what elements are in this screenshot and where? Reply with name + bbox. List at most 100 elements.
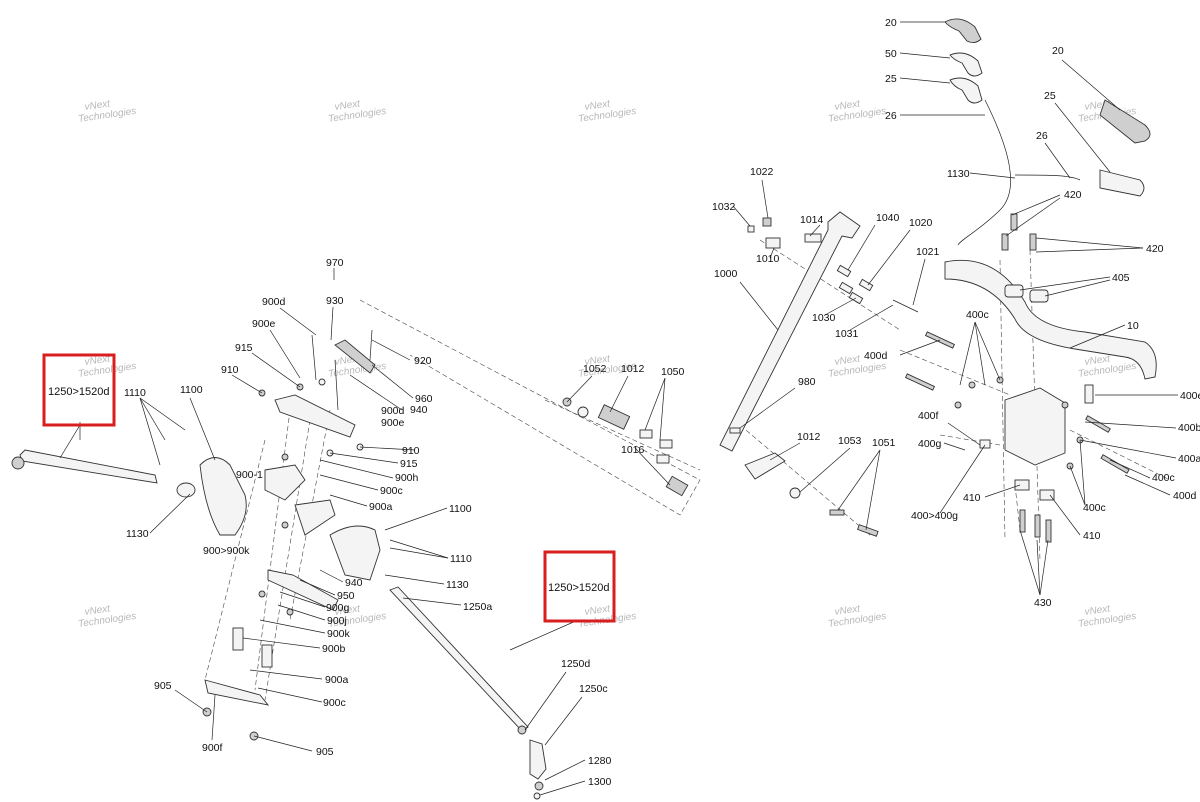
callout: 26 [885, 110, 897, 122]
mount-block-part [1004, 387, 1066, 466]
nut-part [517, 725, 527, 735]
grip-insert-part [949, 52, 983, 77]
spacer-part [232, 627, 244, 651]
leader-line [259, 619, 326, 634]
bushing-part [656, 454, 670, 464]
callout: 1000 [714, 268, 738, 280]
watermark: vNext Technologies [77, 603, 137, 630]
watermark: vNext Technologies [77, 98, 137, 125]
handlebar-part [944, 259, 1157, 380]
leader-line [969, 172, 1016, 179]
leader-line [329, 494, 368, 507]
callout: 900a [369, 501, 393, 513]
watermark: vNext Technologies [827, 98, 887, 125]
nut-part [1061, 401, 1069, 409]
highlight-box-right[interactable]: 1250>1520d [543, 550, 616, 623]
leader-line [849, 304, 894, 331]
leader-line [257, 687, 323, 703]
steering-column-parts [562, 211, 919, 537]
callout: 400b [1178, 422, 1200, 434]
callout: 400g [918, 438, 942, 450]
callout: 1250c [579, 683, 608, 695]
callout: 900c [380, 485, 403, 497]
watermark: vNext Technologies [827, 603, 887, 630]
leader-line [974, 321, 986, 386]
leader-line [524, 671, 567, 731]
leader-line [867, 229, 911, 286]
pin-part [836, 264, 852, 278]
leader-line [539, 780, 586, 796]
leader-line [139, 397, 166, 441]
leader-line [319, 569, 344, 583]
callout: 400a [1178, 453, 1200, 465]
leader-line [1109, 459, 1151, 479]
highlight-box-left[interactable]: 1250>1520d [42, 353, 116, 427]
highlight-label: 1250>1520d [48, 386, 109, 398]
callout: 950 [337, 590, 355, 602]
leader-line [189, 397, 216, 461]
bracket-part [294, 499, 336, 536]
leader-line [1069, 324, 1126, 349]
spring-part [665, 475, 689, 497]
watermarks: vNext Technologies vNext Technologies vN… [77, 98, 1137, 630]
callout: 1250a [463, 601, 492, 613]
callout: 1021 [916, 246, 940, 258]
leader-line [899, 339, 941, 356]
callout: 1030 [812, 312, 836, 324]
callout: 1022 [750, 166, 774, 178]
callout: 400f [918, 410, 939, 422]
leader-line [1035, 247, 1144, 253]
callout: 1051 [872, 437, 896, 449]
callout: 420 [1146, 243, 1164, 255]
leader-line [1036, 539, 1041, 596]
leader-line [1079, 439, 1177, 459]
bolt-part [1045, 519, 1052, 543]
washer-part [533, 792, 541, 800]
callout: 900d [381, 405, 405, 417]
callout: 1130 [446, 579, 469, 591]
leader-line [847, 224, 876, 271]
callout: 905 [154, 680, 172, 692]
washer-part [318, 378, 326, 386]
leader-line [371, 364, 414, 399]
callout: 1052 [583, 363, 607, 375]
leader-line [1035, 237, 1144, 249]
callout: 900>900k [203, 545, 250, 557]
svg-text:vNext: vNext [584, 603, 612, 618]
bolt-part [904, 373, 936, 391]
bolt-part [1001, 233, 1009, 251]
leader-line [139, 397, 186, 431]
leader-line [279, 307, 317, 336]
nut-part [286, 608, 294, 616]
grip-part [944, 18, 982, 44]
leader-line [1054, 102, 1111, 173]
callout: 400e [1180, 390, 1200, 402]
callout: 400>400g [911, 510, 958, 522]
bolt-part [1019, 509, 1026, 533]
nut-part [281, 521, 289, 529]
svg-text:vNext: vNext [584, 98, 612, 113]
leader-line [149, 493, 191, 534]
leader-line [1061, 59, 1121, 111]
callout: 900j [327, 615, 347, 627]
leader-line [939, 444, 986, 514]
callout: 1250d [561, 658, 590, 670]
leader-line [1044, 279, 1111, 297]
leader-line [865, 449, 881, 531]
bolt-part [829, 509, 845, 516]
callout: 1110 [450, 553, 472, 565]
callout: 1100 [180, 384, 203, 396]
nut-part [534, 781, 544, 791]
leader-line [1005, 197, 1061, 237]
leader-line [659, 377, 666, 441]
callout: 400c [1083, 502, 1106, 514]
nut-part [258, 590, 266, 598]
clamp-part [1029, 289, 1049, 303]
leader-line [269, 329, 301, 379]
callout: 940 [345, 577, 363, 589]
callout: 1040 [876, 212, 900, 224]
svg-text:vNext: vNext [84, 603, 112, 618]
svg-text:vNext: vNext [584, 353, 612, 368]
leader-line [899, 52, 951, 59]
callout: 900e [252, 318, 276, 330]
